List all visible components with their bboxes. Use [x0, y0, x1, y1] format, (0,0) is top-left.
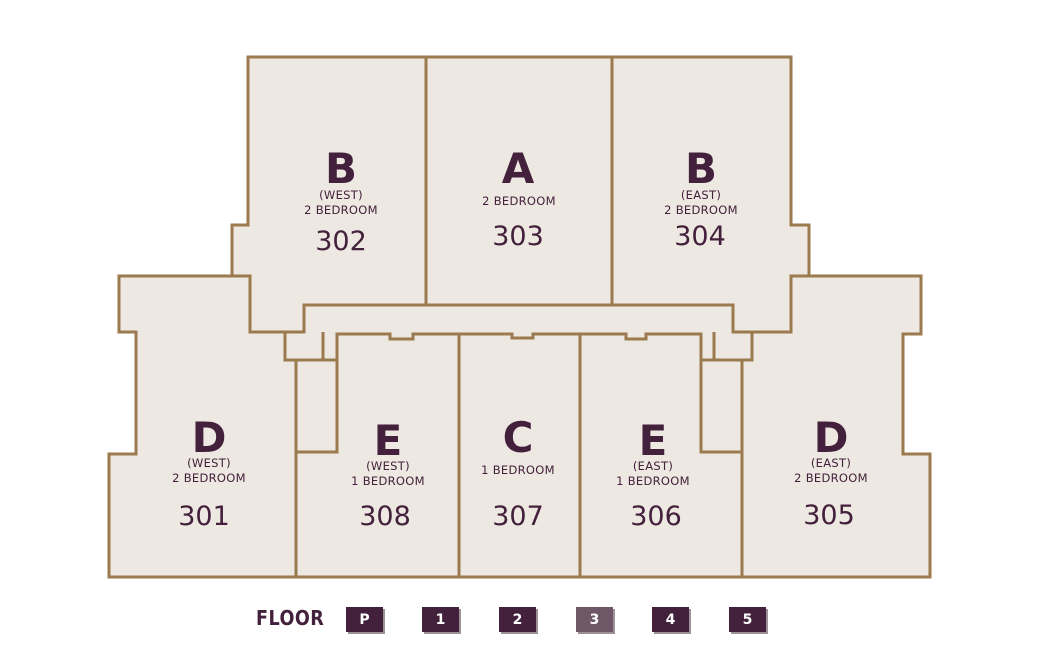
unit-301-number: 301	[178, 501, 230, 532]
unit-301-bedroom: 2 BEDROOM	[172, 471, 246, 485]
unit-306-letter: E	[639, 416, 668, 465]
unit-306-wing: (EAST)	[633, 459, 673, 473]
floor-button-4[interactable]: 4	[652, 607, 689, 632]
unit-304-wing: (EAST)	[681, 188, 721, 202]
unit-304-number: 304	[674, 221, 726, 252]
floor-button-p[interactable]: P	[346, 607, 383, 632]
floor-button-3[interactable]: 3	[576, 607, 613, 632]
unit-306-number: 306	[630, 501, 682, 532]
unit-302-bedroom: 2 BEDROOM	[304, 203, 378, 217]
unit-305-bedroom: 2 BEDROOM	[794, 471, 868, 485]
floor-button-1[interactable]: 1	[422, 607, 459, 632]
unit-305-number: 305	[803, 500, 855, 531]
unit-308-wing: (WEST)	[366, 459, 410, 473]
unit-305[interactable]	[740, 274, 932, 579]
floor-button-2[interactable]: 2	[499, 607, 536, 632]
closet-west	[294, 358, 339, 454]
floor-plan: B (WEST) 2 BEDROOM 302 A 2 BEDROOM 303 B…	[107, 55, 932, 579]
unit-307[interactable]	[457, 332, 582, 579]
floor-label: FLOOR	[256, 606, 325, 630]
unit-304-letter: B	[685, 144, 717, 193]
unit-301-wing: (WEST)	[187, 456, 231, 470]
unit-306-bedroom: 1 BEDROOM	[616, 474, 690, 488]
floor-button-5[interactable]: 5	[729, 607, 766, 632]
unit-307-number: 307	[492, 501, 544, 532]
unit-303-number: 303	[492, 221, 544, 252]
unit-305-wing: (EAST)	[811, 456, 851, 470]
unit-303-letter: A	[502, 144, 535, 193]
unit-307-bedroom: 1 BEDROOM	[481, 463, 555, 477]
unit-308-letter: E	[374, 416, 403, 465]
unit-303-bedroom: 2 BEDROOM	[482, 194, 556, 208]
unit-307-letter: C	[503, 413, 534, 462]
unit-304-bedroom: 2 BEDROOM	[664, 203, 738, 217]
unit-302-number: 302	[315, 226, 367, 257]
unit-308-bedroom: 1 BEDROOM	[351, 474, 425, 488]
unit-306[interactable]	[578, 332, 744, 579]
unit-301-letter: D	[192, 413, 227, 462]
unit-302-letter: B	[325, 144, 357, 193]
unit-305-letter: D	[814, 413, 849, 462]
unit-302-wing: (WEST)	[319, 188, 363, 202]
closet-east	[699, 358, 744, 454]
unit-308-number: 308	[359, 501, 411, 532]
